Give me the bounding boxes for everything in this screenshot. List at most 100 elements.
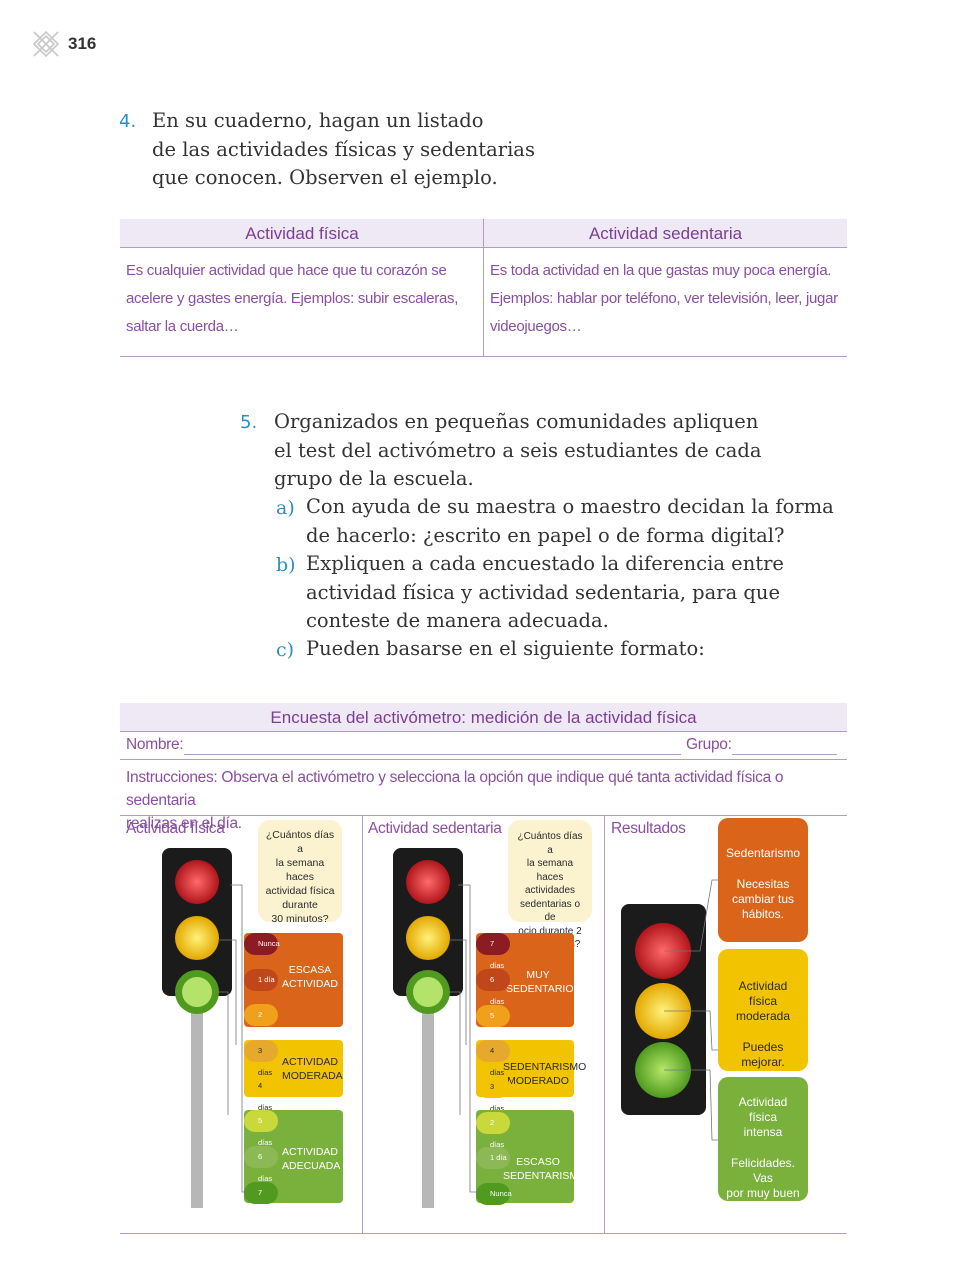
column-divider (362, 816, 363, 1233)
option-nunca[interactable]: Nunca (244, 933, 280, 955)
traffic-light-icon (162, 848, 232, 1208)
question-5-text: Organizados en pequeñas comunidades apli… (274, 408, 761, 494)
col1-heading: Actividad física (126, 820, 225, 837)
option-3-dias[interactable]: 3 días (244, 1040, 278, 1077)
item-b-text: Expliquen a cada encuestado la diferenci… (306, 550, 784, 636)
option-nunca[interactable]: Nunca (476, 1183, 512, 1205)
question-4-line: de las actividades físicas y sedentarias (152, 137, 535, 161)
band-line: ACTIVIDAD (282, 1056, 339, 1068)
bubble-line: ocio durante 2 (518, 925, 582, 937)
band-line: MODERADA (282, 1070, 343, 1082)
survey-title: Encuesta del activómetro: medición de la… (120, 703, 847, 732)
bubble-line: la semana haces (275, 857, 325, 883)
question-4-text: En su cuaderno, hagan un listado de las … (152, 107, 535, 193)
bubble-line: ¿Cuántos días a (265, 829, 335, 855)
band-line: ESCASO (516, 1156, 560, 1168)
band-line: ACTIVIDAD (282, 1146, 339, 1158)
item-c-letter: c) (276, 639, 295, 661)
traffic-light-icon (393, 848, 463, 1208)
result-title: Sedentarismo (726, 846, 801, 860)
band-label: ESCASO SEDENTARISMO (503, 1155, 586, 1183)
bubble-line: actividad física (265, 885, 335, 897)
result-actividad-moderada: Actividad física moderada Puedes mejorar… (718, 949, 808, 1071)
band-line: SEDENTARISMO (503, 1061, 587, 1073)
col2-question-bubble: ¿Cuántos días a la semana haces activida… (508, 820, 592, 950)
cell-line: Es toda actividad en la que gastas muy p… (490, 262, 832, 279)
page-number-block: 316 (32, 30, 96, 58)
band-label: ESCASA ACTIVIDAD (282, 963, 338, 991)
divider (120, 1233, 847, 1234)
band-line: MUY (526, 969, 550, 981)
band-line: ADECUADA (282, 1160, 341, 1172)
group-label: Grupo: (686, 736, 732, 753)
band-label: MUY SEDENTARIO (506, 968, 574, 996)
cell-line: Ejemplos: hablar por teléfono, ver telev… (490, 290, 838, 307)
band-line: SEDENTARIO (506, 983, 574, 995)
divider (120, 815, 847, 816)
option-6-dias[interactable]: 6 días (476, 969, 510, 1006)
item-line: Con ayuda de su maestra o maestro decida… (306, 495, 834, 518)
col-header-physical: Actividad física (120, 219, 484, 248)
question-5-line: grupo de la escuela. (274, 467, 474, 490)
option-5-dias[interactable]: 5 días (476, 1005, 510, 1042)
band-label: ACTIVIDAD MODERADA (282, 1055, 343, 1083)
option-2-dias[interactable]: 2 días (244, 1004, 278, 1041)
question-5-line: Organizados en pequeñas comunidades apli… (274, 410, 759, 433)
name-field[interactable] (184, 754, 681, 755)
result-line: por muy buen (726, 1186, 800, 1200)
item-a-letter: a) (276, 497, 295, 519)
divider (120, 759, 847, 760)
result-line: hábitos. (741, 907, 785, 921)
option-5-dias[interactable]: 5 días (244, 1110, 278, 1147)
item-c-text: Pueden basarse en el siguiente formato: (306, 635, 705, 664)
band-line: MODERADO (507, 1075, 569, 1087)
option-7-dias[interactable]: 7 días (476, 933, 510, 970)
bubble-line: 30 minutos? (271, 913, 329, 925)
result-line: Felicidades. Vas (730, 1156, 796, 1185)
result-line: camino. (741, 1201, 785, 1215)
table-divider (483, 219, 484, 357)
bubble-line: ¿Cuántos días a (517, 831, 583, 856)
bubble-line: durante (282, 899, 318, 911)
band-label: ACTIVIDAD ADECUADA (282, 1145, 341, 1173)
item-line: actividad física y actividad sedentaria,… (306, 580, 780, 604)
result-line: Necesitas (736, 877, 790, 891)
result-actividad-intensa: Actividad física intensa Felicidades. Va… (718, 1077, 808, 1215)
result-line: Puedes mejorar. (741, 1040, 785, 1069)
item-line: Expliquen a cada encuestado la diferenci… (306, 552, 784, 575)
result-line: cambiar tus (731, 892, 795, 906)
woven-star-icon (32, 30, 60, 58)
question-4-line: que conocen. Observen el ejemplo. (152, 166, 498, 189)
cell-line: acelere y gastes energía. Ejemplos: subi… (126, 290, 459, 307)
bubble-line: la semana haces (526, 858, 574, 883)
band-line: ACTIVIDAD (282, 978, 339, 990)
question-5-number: 5. (240, 412, 258, 433)
result-title: Actividad física (738, 979, 788, 1008)
column-divider (604, 816, 605, 1233)
result-title: moderada (735, 1009, 791, 1023)
option-1-dia[interactable]: 1 día (244, 969, 278, 991)
col1-question-bubble: ¿Cuántos días a la semana haces activida… (258, 820, 342, 925)
instructions-line: Instrucciones: Observa el activómetro y … (126, 769, 784, 809)
option-4-dias[interactable]: 4 días (244, 1075, 278, 1112)
option-3-dias[interactable]: 3 días (476, 1076, 510, 1113)
group-field[interactable] (732, 754, 837, 755)
result-title: intensa (743, 1125, 783, 1139)
bubble-line: actividades (524, 885, 576, 896)
cell-line: Es cualquier actividad que hace que tu c… (126, 262, 447, 279)
option-7-dias[interactable]: 7 días (244, 1182, 278, 1219)
traffic-light-icon (621, 904, 706, 1115)
option-6-dias[interactable]: 6 días (244, 1146, 278, 1183)
result-title: Actividad física (738, 1095, 788, 1124)
item-a-text: Con ayuda de su maestra o maestro decida… (306, 493, 834, 550)
question-5-line: el test del activómetro a seis estudiant… (274, 438, 762, 462)
cell-line: saltar la cuerda… (126, 318, 239, 335)
option-1-dia[interactable]: 1 día (476, 1147, 510, 1169)
item-line: Pueden basarse en el siguiente formato: (306, 637, 705, 660)
bubble-line: sedentarias o de (519, 898, 581, 924)
option-2-dias[interactable]: 2 días (476, 1112, 510, 1149)
col3-heading: Resultados (611, 820, 686, 837)
cell-sedentary-definition: Es toda actividad en la que gastas muy p… (490, 257, 845, 341)
option-4-dias[interactable]: 4 días (476, 1040, 510, 1077)
result-sedentarismo: Sedentarismo Necesitas cambiar tus hábit… (718, 818, 808, 942)
